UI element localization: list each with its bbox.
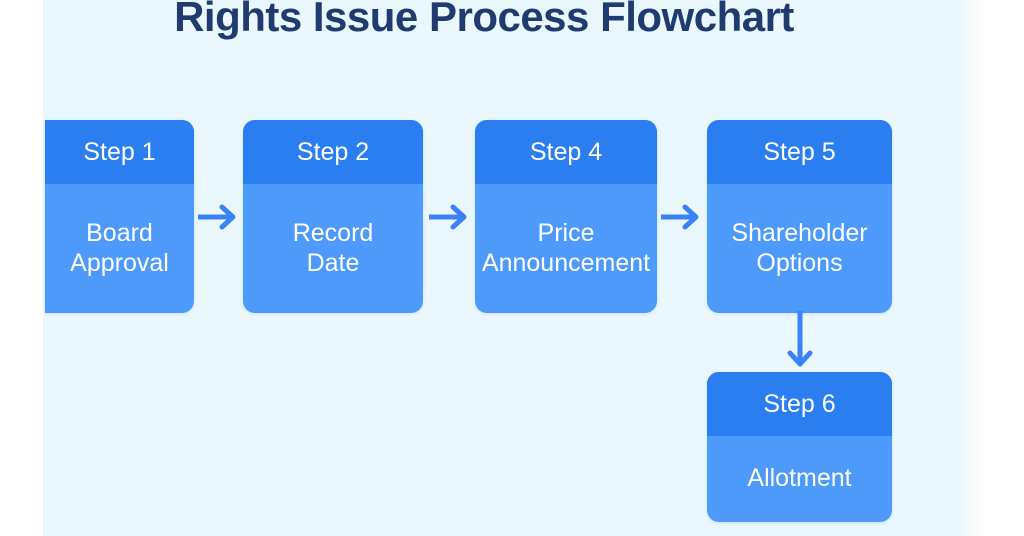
page-title: Rights Issue Process Flowchart (174, 0, 794, 40)
background-panel-fade (962, 0, 988, 536)
flow-node-step-2-header: Step 2 (243, 120, 423, 184)
flow-node-step-6-header: Step 6 (707, 372, 892, 436)
flow-node-step-1-header: Step 1 (45, 120, 194, 184)
arrow-right-icon-3 (661, 202, 705, 232)
arrow-down-icon-1 (785, 311, 815, 373)
flow-node-step-6[interactable]: Step 6 Allotment (707, 372, 892, 522)
flow-node-step-4-header: Step 4 (475, 120, 657, 184)
flow-node-step-5-header: Step 5 (707, 120, 892, 184)
arrow-right-icon-2 (429, 202, 473, 232)
arrow-right-icon-1 (198, 202, 242, 232)
flow-node-step-6-label: Allotment (747, 464, 852, 493)
